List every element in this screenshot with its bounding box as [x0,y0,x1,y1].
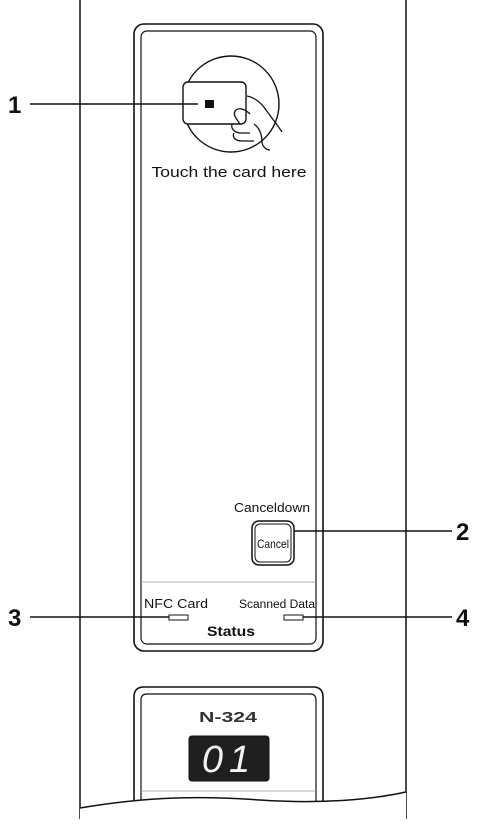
touch-prompt: Touch the card here [152,164,307,181]
card-touch-icon [182,55,283,153]
callout-number-3: 3 [8,605,21,632]
callout-number-2: 2 [456,519,469,546]
callout-number-4: 4 [456,605,470,632]
led-nfc-indicator [168,614,189,621]
segment-display: 01 [188,735,270,782]
cancel-button-label: Cancel [257,537,289,551]
display-value: 01 [202,739,256,781]
nfc-panel-outer [133,23,324,652]
callout-number-1: 1 [8,92,21,119]
status-label: Status [207,623,255,639]
torn-edge-line [79,791,407,809]
model-panel-inner [140,693,317,819]
torn-edge [80,792,406,819]
nfc-panel-inner [140,30,317,645]
cancel-caption: Canceldown [234,500,310,515]
led-scanned-label: Scanned Data [239,599,316,611]
led-scanned-indicator [283,614,304,621]
cancel-button[interactable]: Cancel [251,520,295,566]
model-panel: N-324 01 [133,686,324,819]
nfc-panel: Touch the card here Canceldown Cancel NF… [133,23,324,652]
led-nfc-label: NFC Card [144,596,208,611]
model-panel-outer [133,686,324,819]
model-name: N-324 [199,709,258,726]
